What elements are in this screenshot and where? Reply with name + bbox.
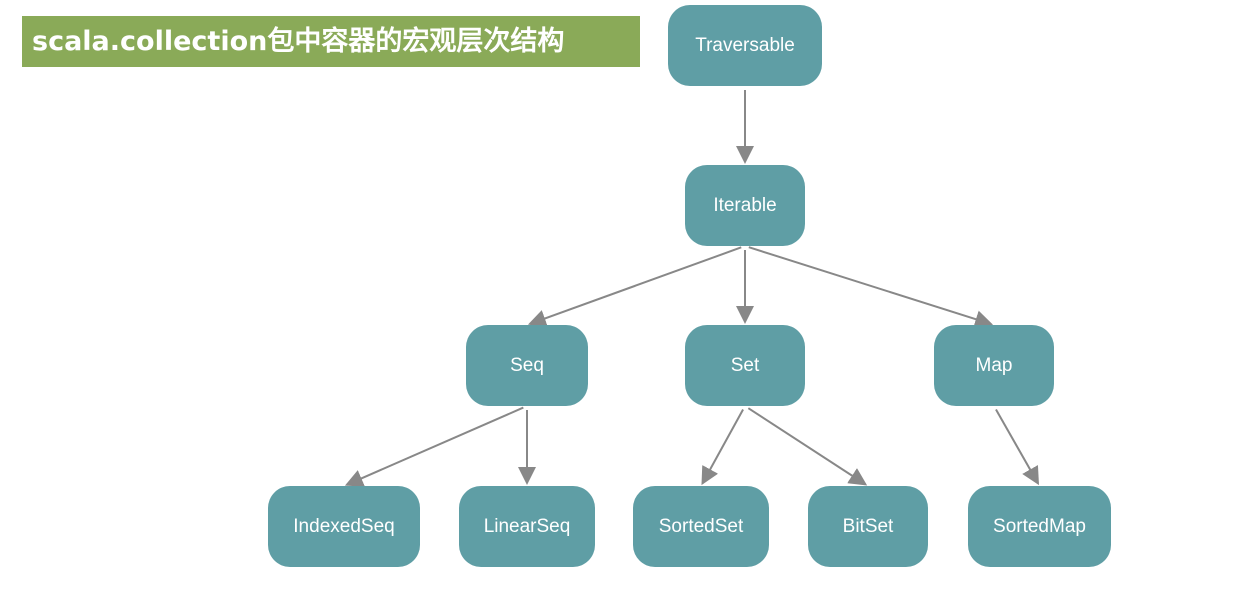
edge-map-to-sorted_map (995, 408, 1040, 486)
node-bit-set: BitSet (808, 486, 928, 567)
node-iterable: Iterable (685, 165, 805, 246)
edge-iterable-to-map (748, 246, 994, 328)
edge-set-to-bit_set (747, 407, 868, 486)
node-sorted-set: SortedSet (633, 486, 769, 567)
node-sorted-map: SortedMap (968, 486, 1111, 567)
edge-set-to-sorted_set (701, 409, 744, 486)
node-indexed-seq: IndexedSeq (268, 486, 420, 567)
node-set: Set (685, 325, 805, 406)
node-seq: Seq (466, 325, 588, 406)
node-linear-seq: LinearSeq (459, 486, 595, 567)
page-title: scala.collection包中容器的宏观层次结构 (22, 16, 640, 67)
node-traversable: Traversable (668, 5, 822, 86)
edge-iterable-to-seq (527, 246, 742, 327)
edge-seq-to-indexed_seq (344, 406, 524, 487)
node-map: Map (934, 325, 1054, 406)
